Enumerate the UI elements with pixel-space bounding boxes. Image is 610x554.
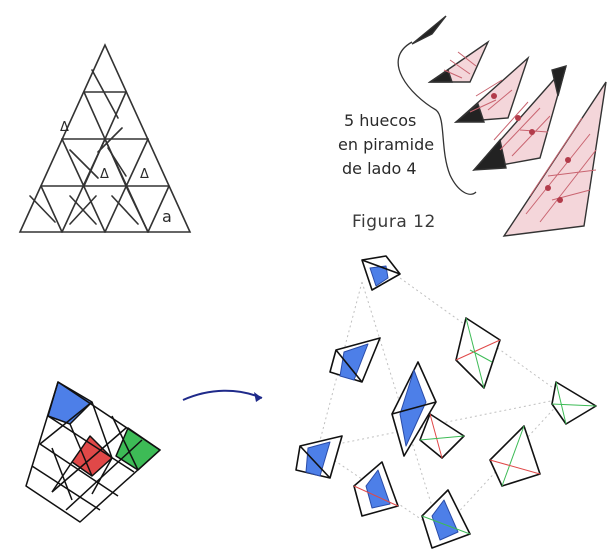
note-line-1: 5 huecos bbox=[344, 111, 416, 130]
note-line-2: en piramide bbox=[338, 135, 434, 154]
piece-lower-right bbox=[490, 426, 540, 486]
piece-middle-small bbox=[420, 414, 464, 458]
colored-triangle-grid bbox=[26, 382, 160, 522]
piece-left-lower bbox=[296, 436, 342, 478]
triangle-mark-2: Δ bbox=[140, 167, 149, 182]
triangle-mark-3: Δ bbox=[100, 167, 109, 182]
tetrahedron-pieces bbox=[296, 256, 596, 548]
piece-right-small bbox=[552, 382, 596, 424]
dotted-guide-lines bbox=[318, 278, 562, 532]
piece-lower-middle bbox=[354, 462, 398, 516]
piece-top bbox=[362, 256, 400, 290]
triangle-mark-1: Δ bbox=[60, 120, 69, 135]
hand-drawn-pyramid-sketch bbox=[20, 45, 190, 232]
figure-caption: Figura 12 bbox=[352, 212, 436, 232]
transform-arrow bbox=[183, 391, 262, 400]
piece-right-upper bbox=[456, 318, 500, 388]
note-line-3: de lado 4 bbox=[342, 159, 417, 178]
corner-letter: a bbox=[162, 207, 172, 226]
